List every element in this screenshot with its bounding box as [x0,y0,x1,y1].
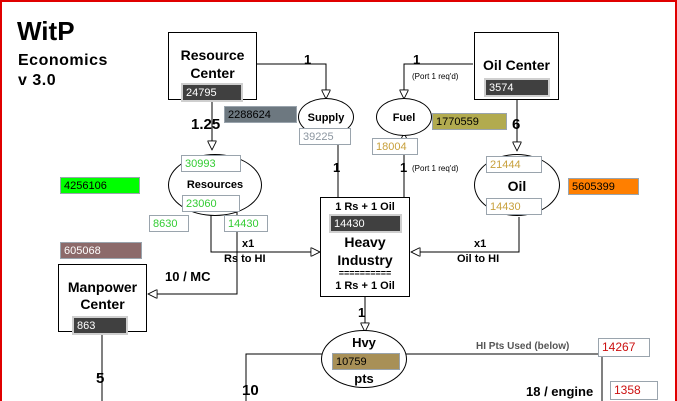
supply-value: 39225 [299,128,351,145]
hi-bottom-label: 1 Rs + 1 Oil [335,280,395,292]
edge-hvy-left [245,353,322,401]
edge-rc-to-supply [256,63,326,98]
resource-center-title-2: Center [190,65,235,81]
supply-label: Supply [307,112,345,124]
oil-label: Oil [507,178,527,194]
oil-center-title: Oil Center [483,57,550,73]
fuel-label: Fuel [392,112,416,124]
label-rc-to-supply: 1 [304,52,312,67]
app-subtitle: Economics [18,52,108,69]
app-version: v 3.0 [18,72,57,89]
manpower-center-title-2: Center [80,296,125,312]
manpower-center-title-1: Manpower [67,279,138,295]
label-hi-to-supply: 1 [333,160,341,175]
label-manpower-out: 5 [96,370,105,387]
fuel-value: 18004 [372,138,418,155]
label-rs-to-hi: Rs to HI [224,253,266,265]
label-oil-mult: x1 [474,238,487,250]
hi-pts-label: HI Pts Used (below) [476,341,570,352]
edge-rs-to-hi [210,214,319,252]
label-rs-mult: x1 [242,238,255,250]
heavy-industry-node[interactable]: 1 Rs + 1 Oil Heavy Industry ========== 1… [320,197,410,297]
label-hi-to-fuel: 1 [400,160,408,175]
label-oil-to-hi: Oil to HI [457,253,500,265]
engine-value: 1358 [610,381,658,400]
edge-oil-to-hi [412,217,520,252]
hi-divider: ========== [338,268,392,278]
resource-center-title-1: Resource [180,47,245,63]
hvy-label-bottom: pts [354,371,374,386]
edge-oil-to-fuel [404,63,473,98]
oil-center-value: 3574 [484,78,550,97]
slate-value: 2288624 [224,106,297,123]
label-port-req-top: (Port 1 req'd) [412,72,459,81]
hvy-label-top: Hvy [352,335,376,350]
hi-title-2: Industry [337,252,393,268]
label-engine: 18 / engine [526,384,594,399]
resources-value-left: 8630 [149,215,189,232]
resources-label: Resources [186,179,244,191]
hi-pts-value: 14267 [598,338,650,357]
label-mc-ratio: 10 / MC [165,269,211,284]
resources-value-right: 14430 [224,215,268,232]
label-oil-to-oil: 6 [512,116,521,133]
green-value: 4256106 [60,177,140,194]
edge-res-to-mc [149,210,238,294]
app-title: WitP [17,16,75,46]
manpower-center-value: 863 [72,316,128,335]
fuel-node[interactable]: Fuel [376,98,432,136]
label-hvy-left: 10 [242,382,259,399]
label-rc-to-resources: 1.25 [191,116,221,133]
oil-value-top: 21444 [486,156,542,173]
hi-title-1: Heavy [344,234,386,250]
label-port-req-mid: (Port 1 req'd) [412,164,459,173]
label-oil-to-fuel: 1 [413,52,421,67]
resources-value-top: 30993 [181,155,241,172]
fuel-reserve-value: 1770559 [432,113,507,130]
resources-value-main: 23060 [182,195,240,212]
hi-top-label: 1 Rs + 1 Oil [335,201,395,213]
orange-value: 5605399 [568,178,639,195]
oil-value-bottom: 14430 [486,198,542,215]
hvy-pts-value: 10759 [332,353,400,370]
resource-center-value: 24795 [181,83,243,102]
manpower-reserve-value: 605068 [60,242,142,259]
heavy-industry-value: 14430 [329,214,402,233]
label-hi-to-hvy: 1 [358,305,366,320]
